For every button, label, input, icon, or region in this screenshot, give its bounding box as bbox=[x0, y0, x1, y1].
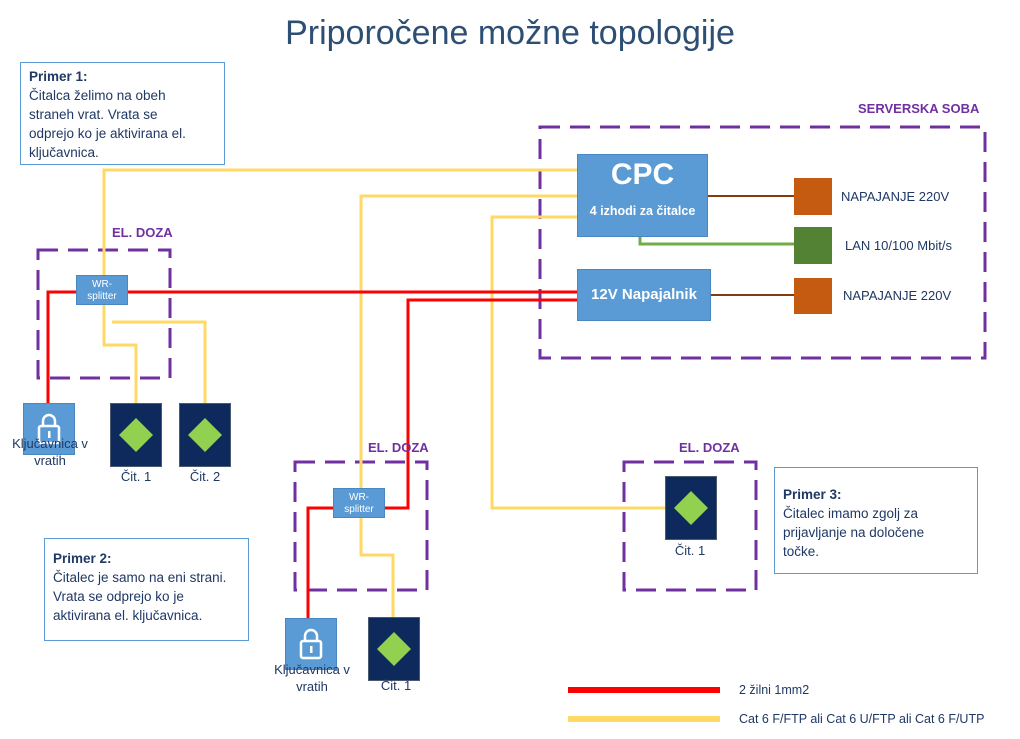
cat6-wire-cpc-to-splitter1 bbox=[102, 168, 577, 405]
example2-note-line: aktivirana el. ključavnica. bbox=[53, 608, 203, 623]
wr-splitter-1: WR- splitter bbox=[76, 275, 128, 305]
example3-note-line: Čitalec imamo zgolj za bbox=[783, 506, 919, 521]
cpc-sub-label: 4 izhodi za čitalce bbox=[589, 204, 696, 218]
lock-icon bbox=[299, 628, 323, 660]
power-220v-box-1 bbox=[794, 178, 832, 215]
example3-note: Primer 3: Čitalec imamo zgolj za prijavl… bbox=[774, 467, 978, 574]
example1-note: Primer 1: Čitalca želimo na obeh straneh… bbox=[20, 62, 225, 165]
el-doza-label-2: EL. DOZA bbox=[368, 440, 429, 455]
cat6-wire-splitter1-to-reader2 bbox=[112, 320, 207, 405]
card-reader-4 bbox=[665, 476, 717, 540]
reader-label-2: Čit. 2 bbox=[189, 469, 221, 484]
power-supply-12v: 12V Napajalnik bbox=[577, 269, 711, 321]
reader-diamond-icon bbox=[119, 418, 153, 452]
reader-diamond-icon bbox=[188, 418, 222, 452]
lock-icon bbox=[37, 413, 61, 445]
el-doza-label-3: EL. DOZA bbox=[679, 440, 740, 455]
lan-label: LAN 10/100 Mbit/s bbox=[845, 238, 952, 253]
splitter-label: splitter bbox=[87, 291, 117, 302]
splitter-label: splitter bbox=[344, 504, 374, 515]
reader-diamond-icon bbox=[377, 632, 411, 666]
door-lock-text: Ključavnica v bbox=[274, 662, 350, 677]
legend-label-cat6: Cat 6 F/FTP ali Cat 6 U/FTP ali Cat 6 F/… bbox=[739, 712, 985, 726]
power-wire-psu-to-lock1 bbox=[46, 290, 577, 405]
example1-note-line: Čitalca želimo na obeh bbox=[29, 88, 166, 103]
example2-note: Primer 2: Čitalec je samo na eni strani.… bbox=[44, 538, 249, 641]
server-room-box bbox=[538, 125, 987, 360]
door-lock-text: vratih bbox=[296, 679, 328, 694]
cpc-label: CPC bbox=[610, 158, 675, 191]
example2-note-line: Vrata se odprejo ko je bbox=[53, 589, 184, 604]
reader-diamond-icon bbox=[674, 491, 708, 525]
splitter-label: WR- bbox=[92, 279, 112, 290]
power-220v-box-2 bbox=[794, 278, 832, 314]
door-lock-1 bbox=[23, 403, 75, 455]
cat6-wire-cpc-to-splitter2 bbox=[359, 194, 577, 618]
page-title: Priporočene možne topologije bbox=[285, 14, 735, 52]
legend-label-power: 2 žilni 1mm2 bbox=[739, 683, 810, 697]
reader-label-3: Čit. 1 bbox=[380, 678, 412, 693]
example1-note-line: straneh vrat. Vrata se bbox=[29, 107, 158, 122]
el-doza-box-3 bbox=[622, 460, 758, 592]
example3-note-title: Primer 3: bbox=[783, 487, 842, 502]
example3-note-line: točke. bbox=[783, 544, 820, 559]
example2-note-line: Čitalec je samo na eni strani. bbox=[53, 570, 227, 585]
el-doza-label-1: EL. DOZA bbox=[112, 225, 173, 240]
door-lock-text: vratih bbox=[34, 453, 66, 468]
card-reader-2 bbox=[179, 403, 231, 467]
door-lock-2 bbox=[285, 618, 337, 670]
power-220v-label-2: NAPAJANJE 220V bbox=[843, 288, 952, 303]
lan-box bbox=[794, 227, 832, 264]
example3-note-line: prijavljanje na določene bbox=[783, 525, 925, 540]
example1-note-line: odprejo ko je aktivirana el. bbox=[29, 126, 186, 141]
power-220v-label-1: NAPAJANJE 220V bbox=[841, 189, 950, 204]
reader-label-1: Čit. 1 bbox=[120, 469, 152, 484]
lan-wire bbox=[638, 237, 794, 246]
door-lock-label-1: Ključavnica v vratih bbox=[0, 435, 100, 469]
cat6-wire-cpc-to-reader3 bbox=[490, 215, 666, 510]
power-supply-label: 12V Napajalnik bbox=[591, 286, 697, 303]
card-reader-3 bbox=[368, 617, 420, 681]
example1-note-title: Primer 1: bbox=[29, 69, 88, 84]
reader-label-4: Čit. 1 bbox=[674, 543, 706, 558]
door-lock-text: Ključavnica v bbox=[12, 436, 88, 451]
card-reader-1 bbox=[110, 403, 162, 467]
cpc-controller: CPC 4 izhodi za čitalce bbox=[577, 154, 708, 237]
power-wire-psu-to-lock2 bbox=[306, 298, 577, 620]
example1-note-line: ključavnica. bbox=[29, 145, 99, 160]
example2-note-title: Primer 2: bbox=[53, 551, 112, 566]
wr-splitter-2: WR- splitter bbox=[333, 488, 385, 518]
door-lock-label-2: Ključavnica v vratih bbox=[262, 661, 362, 695]
server-room-label: SERVERSKA SOBA bbox=[858, 101, 980, 116]
splitter-label: WR- bbox=[349, 492, 369, 503]
